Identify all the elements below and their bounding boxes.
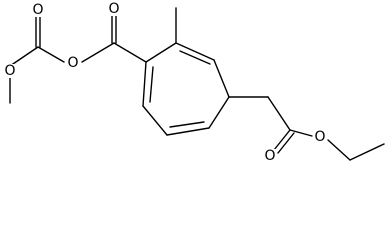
bond-ester-c-o-double-a bbox=[273, 129, 291, 151]
svg-text:O: O bbox=[32, 2, 43, 18]
svg-text:O: O bbox=[67, 55, 78, 71]
svg-text:O: O bbox=[264, 148, 275, 164]
svg-text:O: O bbox=[314, 129, 325, 145]
atom-o-carbonate-carbonyl: O bbox=[31, 2, 45, 18]
atom-o-ester-carbonyl: O bbox=[263, 148, 277, 164]
chemical-structure-diagram: O O O O O O bbox=[3, 1, 385, 164]
bond-ring-c2-c3 bbox=[175, 42, 215, 61]
bond-ring-c7-c1 bbox=[142, 61, 147, 107]
bond-bridge-o-acyl-c bbox=[81, 42, 115, 63]
bond-ch2-ester-c bbox=[267, 96, 291, 131]
bond-ester-c-ether-o bbox=[289, 129, 313, 137]
atom-o-anhydride-bridge: O bbox=[66, 55, 80, 71]
bond-ch2-ch3 bbox=[349, 143, 385, 161]
bond-ether-o-ch2 bbox=[327, 139, 351, 161]
bond-carbonate-c-bridge-o bbox=[37, 46, 65, 63]
atom-o-methoxy: O bbox=[3, 63, 17, 79]
atom-o-acyl-carbonyl: O bbox=[107, 1, 121, 17]
bond-ester-c-o-double-b bbox=[277, 132, 295, 154]
svg-text:O: O bbox=[108, 1, 119, 17]
bond-ring-c2-c3-inner bbox=[179, 50, 211, 65]
atom-labels: O O O O O O bbox=[3, 1, 327, 164]
bond-ring-c5-c6 bbox=[166, 127, 210, 136]
bonds bbox=[9, 7, 385, 161]
bond-methoxy-o-carbonate-c bbox=[9, 46, 39, 67]
bond-ring-c5-c6-inner bbox=[169, 121, 205, 128]
bond-ring-c3-c4 bbox=[213, 59, 230, 98]
bond-ring-c4-c5 bbox=[208, 96, 230, 129]
bond-acyl-c-ring-c1 bbox=[113, 42, 147, 63]
atom-o-ester-ether: O bbox=[313, 129, 327, 145]
bond-ring-c7-c1-inner bbox=[149, 66, 154, 103]
bond-ring-c6-c7 bbox=[142, 105, 168, 136]
svg-text:O: O bbox=[4, 63, 15, 79]
bond-ring-c1-c2 bbox=[145, 42, 177, 63]
